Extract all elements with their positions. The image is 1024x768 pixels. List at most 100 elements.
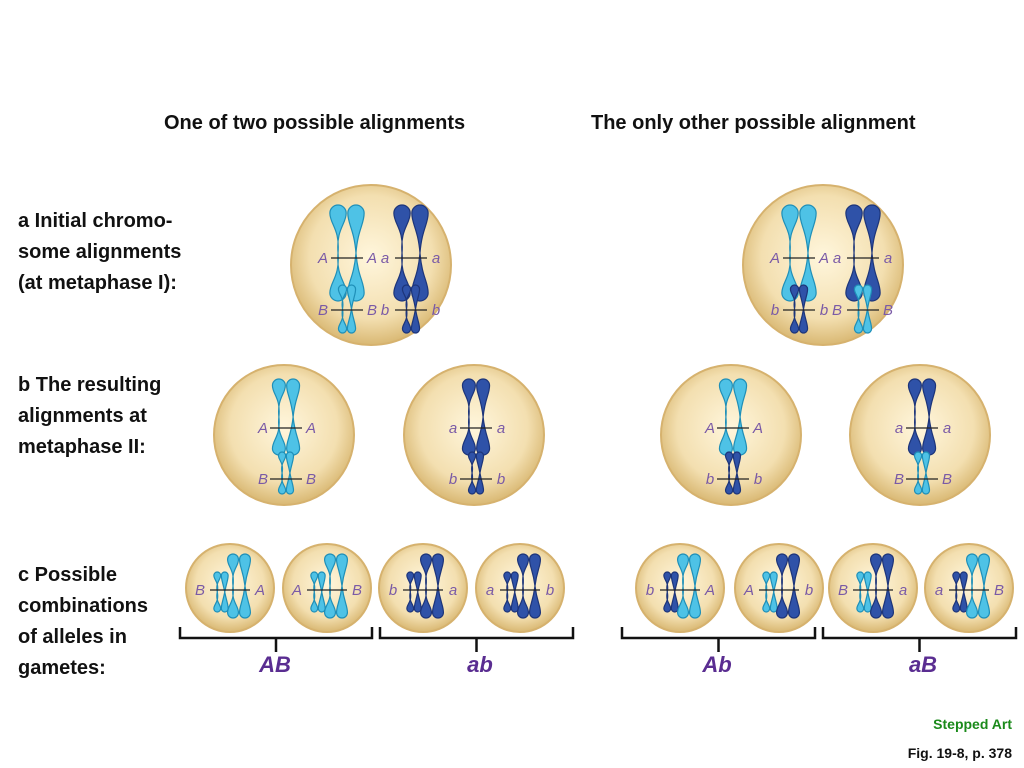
chromosome-large-dark	[845, 204, 881, 302]
chromosome-small-chromatid	[921, 451, 931, 495]
chromatid-large-chromatid	[335, 553, 349, 619]
row-label-b-line-1: b The resulting	[18, 374, 162, 396]
allele-label: b	[381, 302, 389, 319]
chromatid-large-chromatid	[869, 553, 883, 619]
allele-label: a	[895, 420, 903, 437]
chromatid-large-chromatid	[676, 553, 690, 619]
gamete-cell-2-membrane	[282, 543, 372, 633]
allele-label: A	[818, 250, 829, 267]
allele-label: b	[771, 302, 779, 319]
chromatid-large	[323, 553, 349, 619]
allele-label: b	[389, 582, 397, 599]
allele-label: A	[704, 582, 715, 599]
chromatid-small-chromatid	[670, 571, 679, 613]
allele-label: B	[318, 302, 328, 319]
chromosome-small-right-chromatid	[410, 284, 421, 334]
chromosome-large	[271, 378, 301, 456]
chromosome-small	[277, 451, 295, 495]
allele-label: b	[449, 471, 457, 488]
allele-label: B	[994, 582, 1004, 599]
allele-label: A	[305, 420, 316, 437]
metaphase-1-cell-2-membrane	[742, 184, 904, 346]
allele-label: A	[704, 420, 715, 437]
chromosome-large	[718, 378, 748, 456]
chromatid-large-chromatid	[977, 553, 991, 619]
chromatid-large	[965, 553, 991, 619]
chromatid-small-chromatid	[310, 571, 319, 613]
heading-right: The only other possible alignment	[591, 112, 916, 134]
chromosome-small-chromatid	[475, 451, 485, 495]
chromosome-small-left	[789, 284, 809, 334]
row-label-a-line-1: a Initial chromo-	[18, 210, 173, 232]
chromatid-large	[226, 553, 252, 619]
allele-label: B	[838, 582, 848, 599]
chromatid-small-chromatid	[959, 571, 968, 613]
chromosome-small-chromatid	[732, 451, 742, 495]
chromatid-small-chromatid	[503, 571, 512, 613]
figure-caption: Fig. 19-8, p. 378	[907, 745, 1012, 761]
gamete-label-Ab: Ab	[702, 652, 732, 677]
allele-label: a	[381, 250, 389, 267]
chromosome-small	[913, 451, 931, 495]
allele-label: a	[497, 420, 505, 437]
row-label-c-line-1: c Possible	[18, 564, 117, 586]
chromatid-large-chromatid	[431, 553, 445, 619]
chromosome-large-chromatid	[907, 378, 922, 456]
chromosome-small-left-chromatid	[337, 284, 348, 334]
chromosome-large-chromatid	[733, 378, 748, 456]
chromatid-large-chromatid	[787, 553, 801, 619]
allele-label: B	[883, 302, 893, 319]
allele-label: B	[942, 471, 952, 488]
chromatid-large-chromatid	[688, 553, 702, 619]
allele-label: a	[899, 582, 907, 599]
chromosome-small	[467, 451, 485, 495]
metaphase-2-cell-4-membrane	[849, 364, 991, 506]
chromatid-small-chromatid	[317, 571, 326, 613]
chromatid-small	[663, 571, 679, 613]
metaphase-1-cell-1-membrane	[290, 184, 452, 346]
chromatid-small	[310, 571, 326, 613]
allele-label: a	[449, 420, 457, 437]
gamete-label-ab: ab	[467, 652, 493, 677]
allele-label: A	[366, 250, 377, 267]
allele-label: A	[257, 420, 268, 437]
allele-label: a	[449, 582, 457, 599]
chromatid-small-chromatid	[952, 571, 961, 613]
chromosome-small	[724, 451, 742, 495]
allele-label: B	[258, 471, 268, 488]
allele-label: b	[805, 582, 813, 599]
brackets-layer	[178, 627, 1018, 652]
chromatid-small-chromatid	[510, 571, 519, 613]
row-label-c-line-3: of alleles in	[18, 626, 127, 648]
chromatid-large-chromatid	[226, 553, 240, 619]
chromatid-large-chromatid	[775, 553, 789, 619]
allele-label: A	[254, 582, 265, 599]
gamete-cell-1-membrane	[185, 543, 275, 633]
row-label-b: b The resulting alignments at metaphase …	[18, 370, 161, 463]
chromosome-small-left-chromatid	[798, 284, 809, 334]
chromatid-large-chromatid	[528, 553, 542, 619]
chromatid-small-chromatid	[769, 571, 778, 613]
row-label-a: a Initial chromo- some alignments (at me…	[18, 206, 181, 299]
chromatid-small	[856, 571, 872, 613]
allele-label: A	[752, 420, 763, 437]
allele-label: A	[291, 582, 302, 599]
gamete-bracket-3	[620, 627, 817, 652]
chromatid-large-chromatid	[965, 553, 979, 619]
allele-label: a	[943, 420, 951, 437]
gamete-cell-6-membrane	[734, 543, 824, 633]
chromosome-large-chromatid	[476, 378, 491, 456]
chromatid-small-chromatid	[863, 571, 872, 613]
row-label-c-line-2: combinations	[18, 595, 149, 617]
chromatid-large-chromatid	[881, 553, 895, 619]
chromosome-small-chromatid	[913, 451, 923, 495]
